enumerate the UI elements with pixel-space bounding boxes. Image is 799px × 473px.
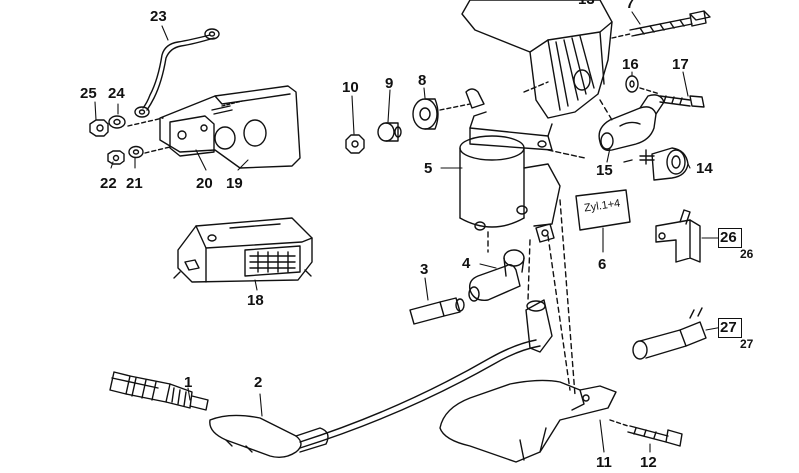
callout-3: 3 [420,261,429,278]
spark-plug [109,371,209,411]
callout-23: 23 [150,8,167,25]
terminal-3 [409,297,465,325]
callout-5: 5 [424,160,433,177]
bolt-7 [611,10,711,39]
ground-strap [134,28,220,118]
assembly-lines [487,99,613,396]
callout-4: 4 [462,255,471,272]
callout-26: 26 [720,229,737,246]
nuts-washers-left [89,115,171,165]
callout-20: 20 [196,175,213,192]
ignition-coil [459,81,586,243]
bolt-12 [609,419,683,447]
callout-25: 25 [80,85,97,102]
lower-bracket [439,379,617,463]
callout-box-27 [718,318,742,338]
washer-screw [625,75,705,108]
plug-connector-4 [468,249,525,302]
clip-26 [655,209,701,263]
callout-13: 13 [578,0,595,7]
ht-lead [209,299,553,459]
callout-27: 27 [720,319,737,336]
terminal-27 [632,307,707,360]
callout-6: 6 [598,256,607,273]
ignition-control-unit [173,217,313,283]
connector-14 [623,147,689,181]
callout-16: 16 [622,56,639,73]
callout-22: 22 [100,175,117,192]
coil-cover [461,0,613,119]
callout-box-26 [718,228,742,248]
callout-2: 2 [254,374,263,391]
callout-14: 14 [696,160,713,177]
callout-27-sub: 27 [740,337,754,351]
callout-21: 21 [126,175,143,192]
callout-9: 9 [385,75,394,92]
callout-10: 10 [342,79,359,96]
callout-7: 7 [626,0,635,12]
boot-15 [598,94,665,152]
callout-11: 11 [596,454,612,471]
callout-12: 12 [640,454,657,471]
callout-18: 18 [247,292,264,309]
callout-24: 24 [108,85,125,102]
callout-1: 1 [184,374,193,391]
callout-8: 8 [418,72,427,89]
callout-17: 17 [672,56,689,73]
callout-19: 19 [226,175,243,192]
cylinder-tag-plate [575,189,631,231]
callout-15: 15 [596,162,613,179]
mounting-bracket [159,85,301,169]
nut-washer-grommet [345,98,471,154]
callout-26-sub: 26 [740,247,754,261]
